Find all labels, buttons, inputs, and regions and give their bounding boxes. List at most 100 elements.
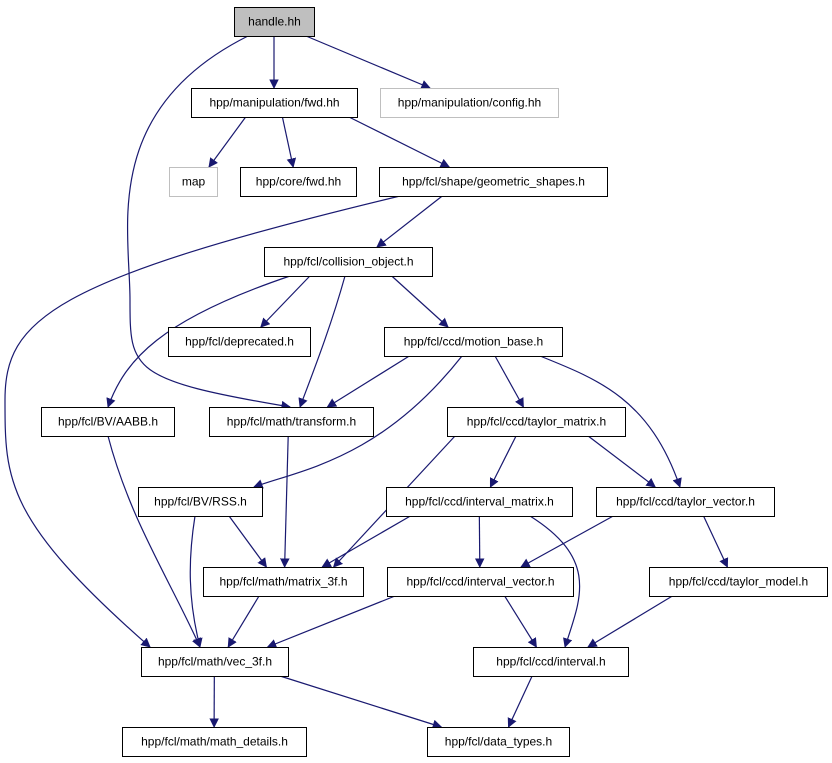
node-label: hpp/manipulation/config.hh <box>398 96 541 110</box>
node-taylor_model[interactable]: hpp/fcl/ccd/taylor_model.h <box>649 567 828 597</box>
node-matrix3f[interactable]: hpp/fcl/math/matrix_3f.h <box>203 567 364 597</box>
node-box <box>138 487 263 517</box>
node-label: map <box>182 175 206 189</box>
node-map: map <box>169 167 218 197</box>
edge-motion_base-to-taylor_vector <box>539 355 682 488</box>
node-label: hpp/fcl/math/transform.h <box>227 415 356 429</box>
node-label: hpp/fcl/ccd/taylor_vector.h <box>616 495 755 509</box>
edge-interval_vector-to-vec3f <box>266 595 396 649</box>
edge-transform-to-matrix3f <box>280 435 290 568</box>
node-box <box>264 247 433 277</box>
node-box <box>649 567 828 597</box>
edge-layer <box>4 35 729 729</box>
node-box <box>447 407 626 437</box>
node-vec3f[interactable]: hpp/fcl/math/vec_3f.h <box>141 647 289 677</box>
node-box <box>427 727 570 757</box>
node-deprecated[interactable]: hpp/fcl/deprecated.h <box>168 327 311 357</box>
node-taylor_matrix[interactable]: hpp/fcl/ccd/taylor_matrix.h <box>447 407 626 437</box>
edge-coll_obj-to-aabb <box>106 275 291 408</box>
node-box <box>240 167 357 197</box>
node-label: hpp/fcl/collision_object.h <box>283 255 413 269</box>
edge-interval-to-data_types <box>507 675 533 728</box>
node-math_details[interactable]: hpp/fcl/math/math_details.h <box>122 727 307 757</box>
node-label: hpp/fcl/ccd/interval_matrix.h <box>405 495 554 509</box>
node-label: hpp/fcl/ccd/motion_base.h <box>404 335 543 349</box>
edge-interval_matrix-to-matrix3f <box>321 515 411 568</box>
edge-coll_obj-to-transform <box>298 275 346 408</box>
edge-taylor_vector-to-interval_vector <box>520 515 614 568</box>
node-label: hpp/fcl/math/vec_3f.h <box>158 655 272 669</box>
node-label: hpp/fcl/ccd/interval_vector.h <box>406 575 554 589</box>
edge-geom_shapes-to-coll_obj <box>376 195 443 248</box>
node-transform[interactable]: hpp/fcl/math/transform.h <box>209 407 374 437</box>
node-label: hpp/fcl/math/matrix_3f.h <box>219 575 347 589</box>
node-box <box>379 167 608 197</box>
node-box <box>386 487 573 517</box>
node-handle[interactable]: handle.hh <box>234 7 315 37</box>
node-box <box>169 167 218 197</box>
node-box <box>141 647 289 677</box>
edge-matrix3f-to-vec3f <box>227 595 260 648</box>
node-label: hpp/fcl/shape/geometric_shapes.h <box>402 175 585 189</box>
node-box <box>384 327 563 357</box>
node-label: hpp/core/fwd.hh <box>256 175 341 189</box>
node-box <box>473 647 629 677</box>
node-taylor_vector[interactable]: hpp/fcl/ccd/taylor_vector.h <box>596 487 775 517</box>
node-aabb[interactable]: hpp/fcl/BV/AABB.h <box>41 407 175 437</box>
node-manip_config: hpp/manipulation/config.hh <box>380 88 559 118</box>
edge-vec3f-to-data_types <box>279 675 443 729</box>
edge-rss-to-matrix3f <box>228 515 267 568</box>
node-label: hpp/fcl/ccd/taylor_model.h <box>669 575 808 589</box>
edge-coll_obj-to-motion_base <box>391 275 449 328</box>
node-label: handle.hh <box>248 15 301 29</box>
edge-handle-to-transform <box>126 35 291 411</box>
node-label: hpp/fcl/math/math_details.h <box>141 735 288 749</box>
node-core_fwd[interactable]: hpp/core/fwd.hh <box>240 167 357 197</box>
node-label: hpp/fcl/ccd/interval.h <box>496 655 605 669</box>
edge-taylor_model-to-interval <box>587 595 673 648</box>
edge-geom_shapes-to-vec3f <box>4 195 401 648</box>
edge-handle-to-manip_config <box>305 35 431 90</box>
edge-interval_matrix-to-interval <box>529 515 581 648</box>
node-box <box>191 88 358 118</box>
node-interval_vector[interactable]: hpp/fcl/ccd/interval_vector.h <box>387 567 574 597</box>
node-label: hpp/fcl/BV/RSS.h <box>154 495 247 509</box>
node-box <box>122 727 307 757</box>
edge-taylor_vector-to-taylor_model <box>703 515 729 568</box>
node-motion_base[interactable]: hpp/fcl/ccd/motion_base.h <box>384 327 563 357</box>
node-interval[interactable]: hpp/fcl/ccd/interval.h <box>473 647 629 677</box>
edge-rss-to-vec3f <box>189 515 203 648</box>
edge-taylor_matrix-to-taylor_vector <box>587 435 656 488</box>
edge-taylor_matrix-to-interval_matrix <box>489 435 517 488</box>
node-label: hpp/fcl/deprecated.h <box>185 335 294 349</box>
node-label: hpp/fcl/BV/AABB.h <box>58 415 158 429</box>
edge-coll_obj-to-deprecated <box>260 275 311 328</box>
edge-motion_base-to-rss <box>253 355 463 489</box>
node-layer: handle.hh hpp/manipulation/fwd.hh hpp/mani… <box>41 7 828 757</box>
node-box <box>387 567 574 597</box>
node-box <box>41 407 175 437</box>
node-label: hpp/manipulation/fwd.hh <box>209 96 339 110</box>
node-rss[interactable]: hpp/fcl/BV/RSS.h <box>138 487 263 517</box>
edge-interval_vector-to-interval <box>504 595 537 648</box>
edge-motion_base-to-transform <box>326 355 410 408</box>
node-geom_shapes[interactable]: hpp/fcl/shape/geometric_shapes.h <box>379 167 608 197</box>
node-box <box>168 327 311 357</box>
edge-motion_base-to-taylor_matrix <box>494 355 524 408</box>
edge-manip_fwd-to-geom_shapes <box>348 116 451 168</box>
node-label: hpp/fcl/data_types.h <box>445 735 552 749</box>
node-box <box>380 88 559 118</box>
edge-aabb-to-vec3f <box>107 435 201 648</box>
edge-manip_fwd-to-core_fwd <box>281 116 297 168</box>
node-box <box>203 567 364 597</box>
edge-manip_fwd-to-map <box>208 116 247 168</box>
node-manip_fwd[interactable]: hpp/manipulation/fwd.hh <box>191 88 358 118</box>
node-data_types[interactable]: hpp/fcl/data_types.h <box>427 727 570 757</box>
node-box <box>209 407 374 437</box>
node-box <box>234 7 315 37</box>
node-coll_obj[interactable]: hpp/fcl/collision_object.h <box>264 247 433 277</box>
node-box <box>596 487 775 517</box>
node-label: hpp/fcl/ccd/taylor_matrix.h <box>467 415 606 429</box>
node-interval_matrix[interactable]: hpp/fcl/ccd/interval_matrix.h <box>386 487 573 517</box>
